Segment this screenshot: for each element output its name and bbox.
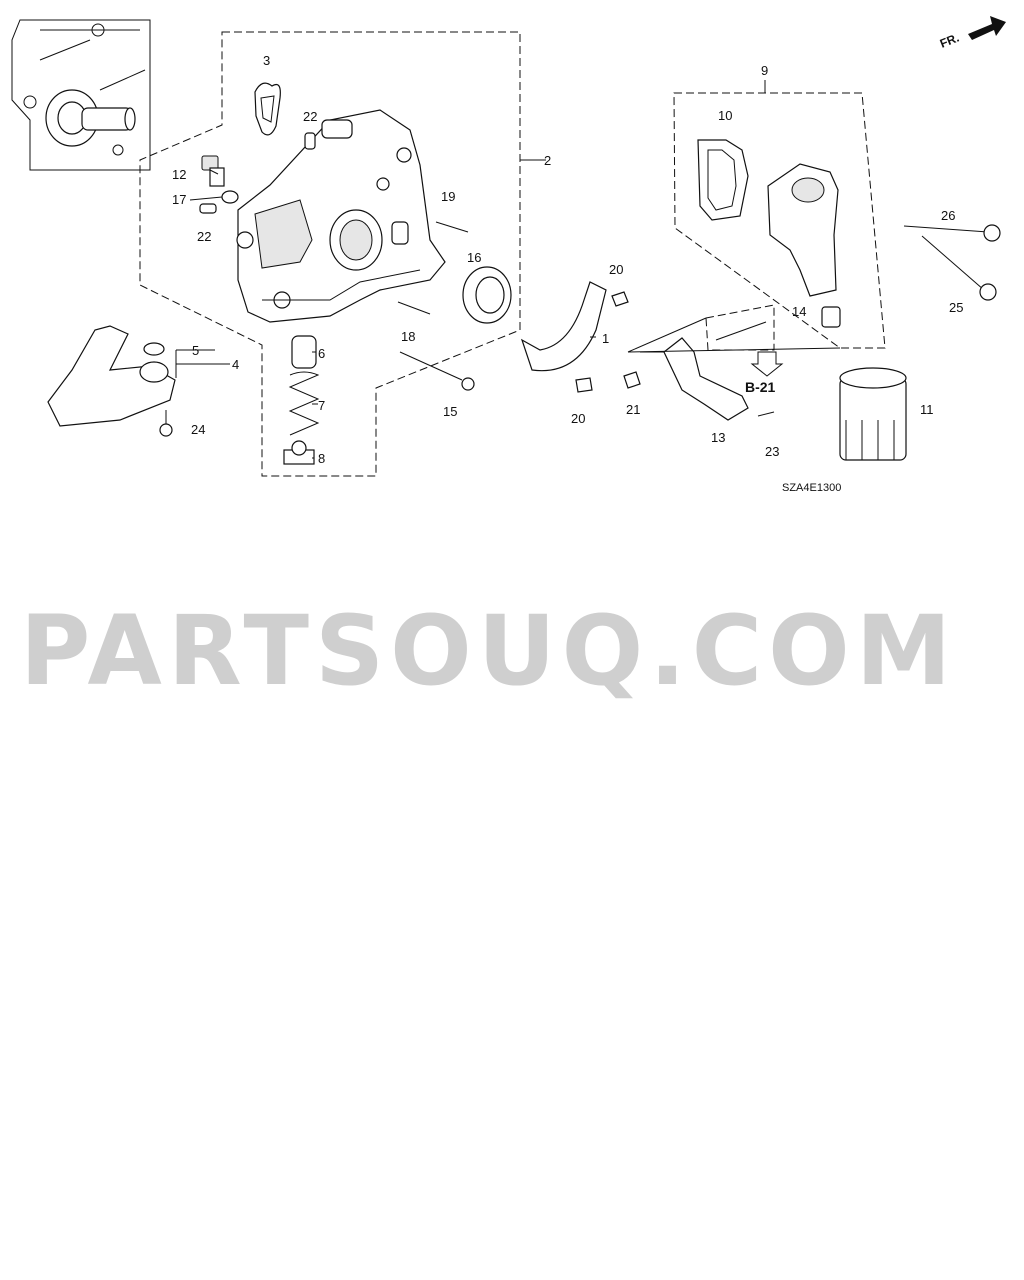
- direction-label: FR.: [938, 31, 961, 51]
- callout-13: 13: [711, 430, 725, 445]
- dowel-pin-lower: [199, 203, 217, 214]
- flange-bolt-26: [903, 224, 1001, 242]
- watermark-text: PARTSOUQ.COM: [20, 595, 957, 707]
- oil-seal: [462, 266, 512, 324]
- callout-25: 25: [949, 300, 963, 315]
- callout-22-lower: 22: [197, 229, 211, 244]
- callout-20-upper: 20: [609, 262, 623, 277]
- oil-filter: [839, 367, 907, 461]
- callout-20-lower: 20: [571, 411, 585, 426]
- callout-1: 1: [602, 331, 609, 346]
- stiffener-detail-outline: [705, 304, 775, 351]
- reference-label: B-21: [745, 379, 776, 395]
- callout-9: 9: [761, 63, 768, 78]
- callout-4: 4: [232, 357, 239, 372]
- drawing-code: SZA4E1300: [782, 482, 841, 494]
- oil-strainer: [47, 325, 176, 427]
- flange-nut-upper: [611, 291, 629, 307]
- front-direction-indicator: FR.: [938, 16, 1006, 51]
- callout-6: 6: [318, 346, 325, 361]
- callout-2: 2: [544, 153, 551, 168]
- dowel-pin-upper: [304, 132, 316, 150]
- stud-bolt-19: [435, 221, 469, 233]
- strainer-o-ring: [143, 342, 165, 356]
- oil-pump-assembly-outline: [139, 31, 521, 477]
- joint-bolt: [821, 306, 841, 328]
- reference-arrow-icon: [750, 351, 784, 377]
- reference-section-b21: B-21: [745, 351, 784, 395]
- callout-7: 7: [318, 398, 325, 413]
- callout-5: 5: [192, 343, 199, 358]
- callout-17: 17: [172, 192, 186, 207]
- stud-bolt-18: [397, 301, 431, 315]
- flange-nut-21: [623, 371, 641, 389]
- flange-bolt-15: [399, 351, 475, 391]
- filter-base-assembly-outline: [673, 92, 886, 349]
- callout-8: 8: [318, 451, 325, 466]
- sealing-bolt-8: [283, 440, 315, 465]
- callout-14: 14: [792, 304, 806, 319]
- relief-spring: [288, 371, 320, 436]
- front-arrow-icon: [968, 16, 1006, 40]
- callout-labels: 1 2 3 4 5 6 7 8 9 10 11 12 13 14 15 16 1…: [172, 53, 963, 466]
- flange-nut-lower: [575, 377, 593, 393]
- engine-stiffener: [663, 337, 749, 421]
- callout-19: 19: [441, 189, 455, 204]
- flange-bolt-25: [921, 235, 997, 301]
- flange-bolt-24: [159, 410, 173, 437]
- callout-22-upper: 22: [303, 109, 317, 124]
- oil-pressure-switch: [201, 155, 225, 187]
- callout-15: 15: [443, 404, 457, 419]
- callout-12: 12: [172, 167, 186, 182]
- sealing-washer: [221, 190, 239, 204]
- stiffener-stud: [715, 321, 767, 341]
- callout-11: 11: [920, 402, 934, 417]
- callout-26: 26: [941, 208, 955, 223]
- pump-gasket: [254, 82, 281, 136]
- leader-lines: [175, 80, 841, 459]
- callout-16: 16: [467, 250, 481, 265]
- callout-23: 23: [765, 444, 779, 459]
- filter-base-gasket: [697, 139, 749, 221]
- flange-bolt-23: [757, 411, 775, 417]
- callout-24: 24: [191, 422, 205, 437]
- callout-18: 18: [401, 329, 415, 344]
- callout-3: 3: [263, 53, 270, 68]
- baffle-plate: [520, 281, 607, 372]
- engine-block-sketch: [11, 19, 151, 171]
- callout-21: 21: [626, 402, 640, 417]
- callout-10: 10: [718, 108, 732, 123]
- oil-pump-body: [236, 109, 446, 323]
